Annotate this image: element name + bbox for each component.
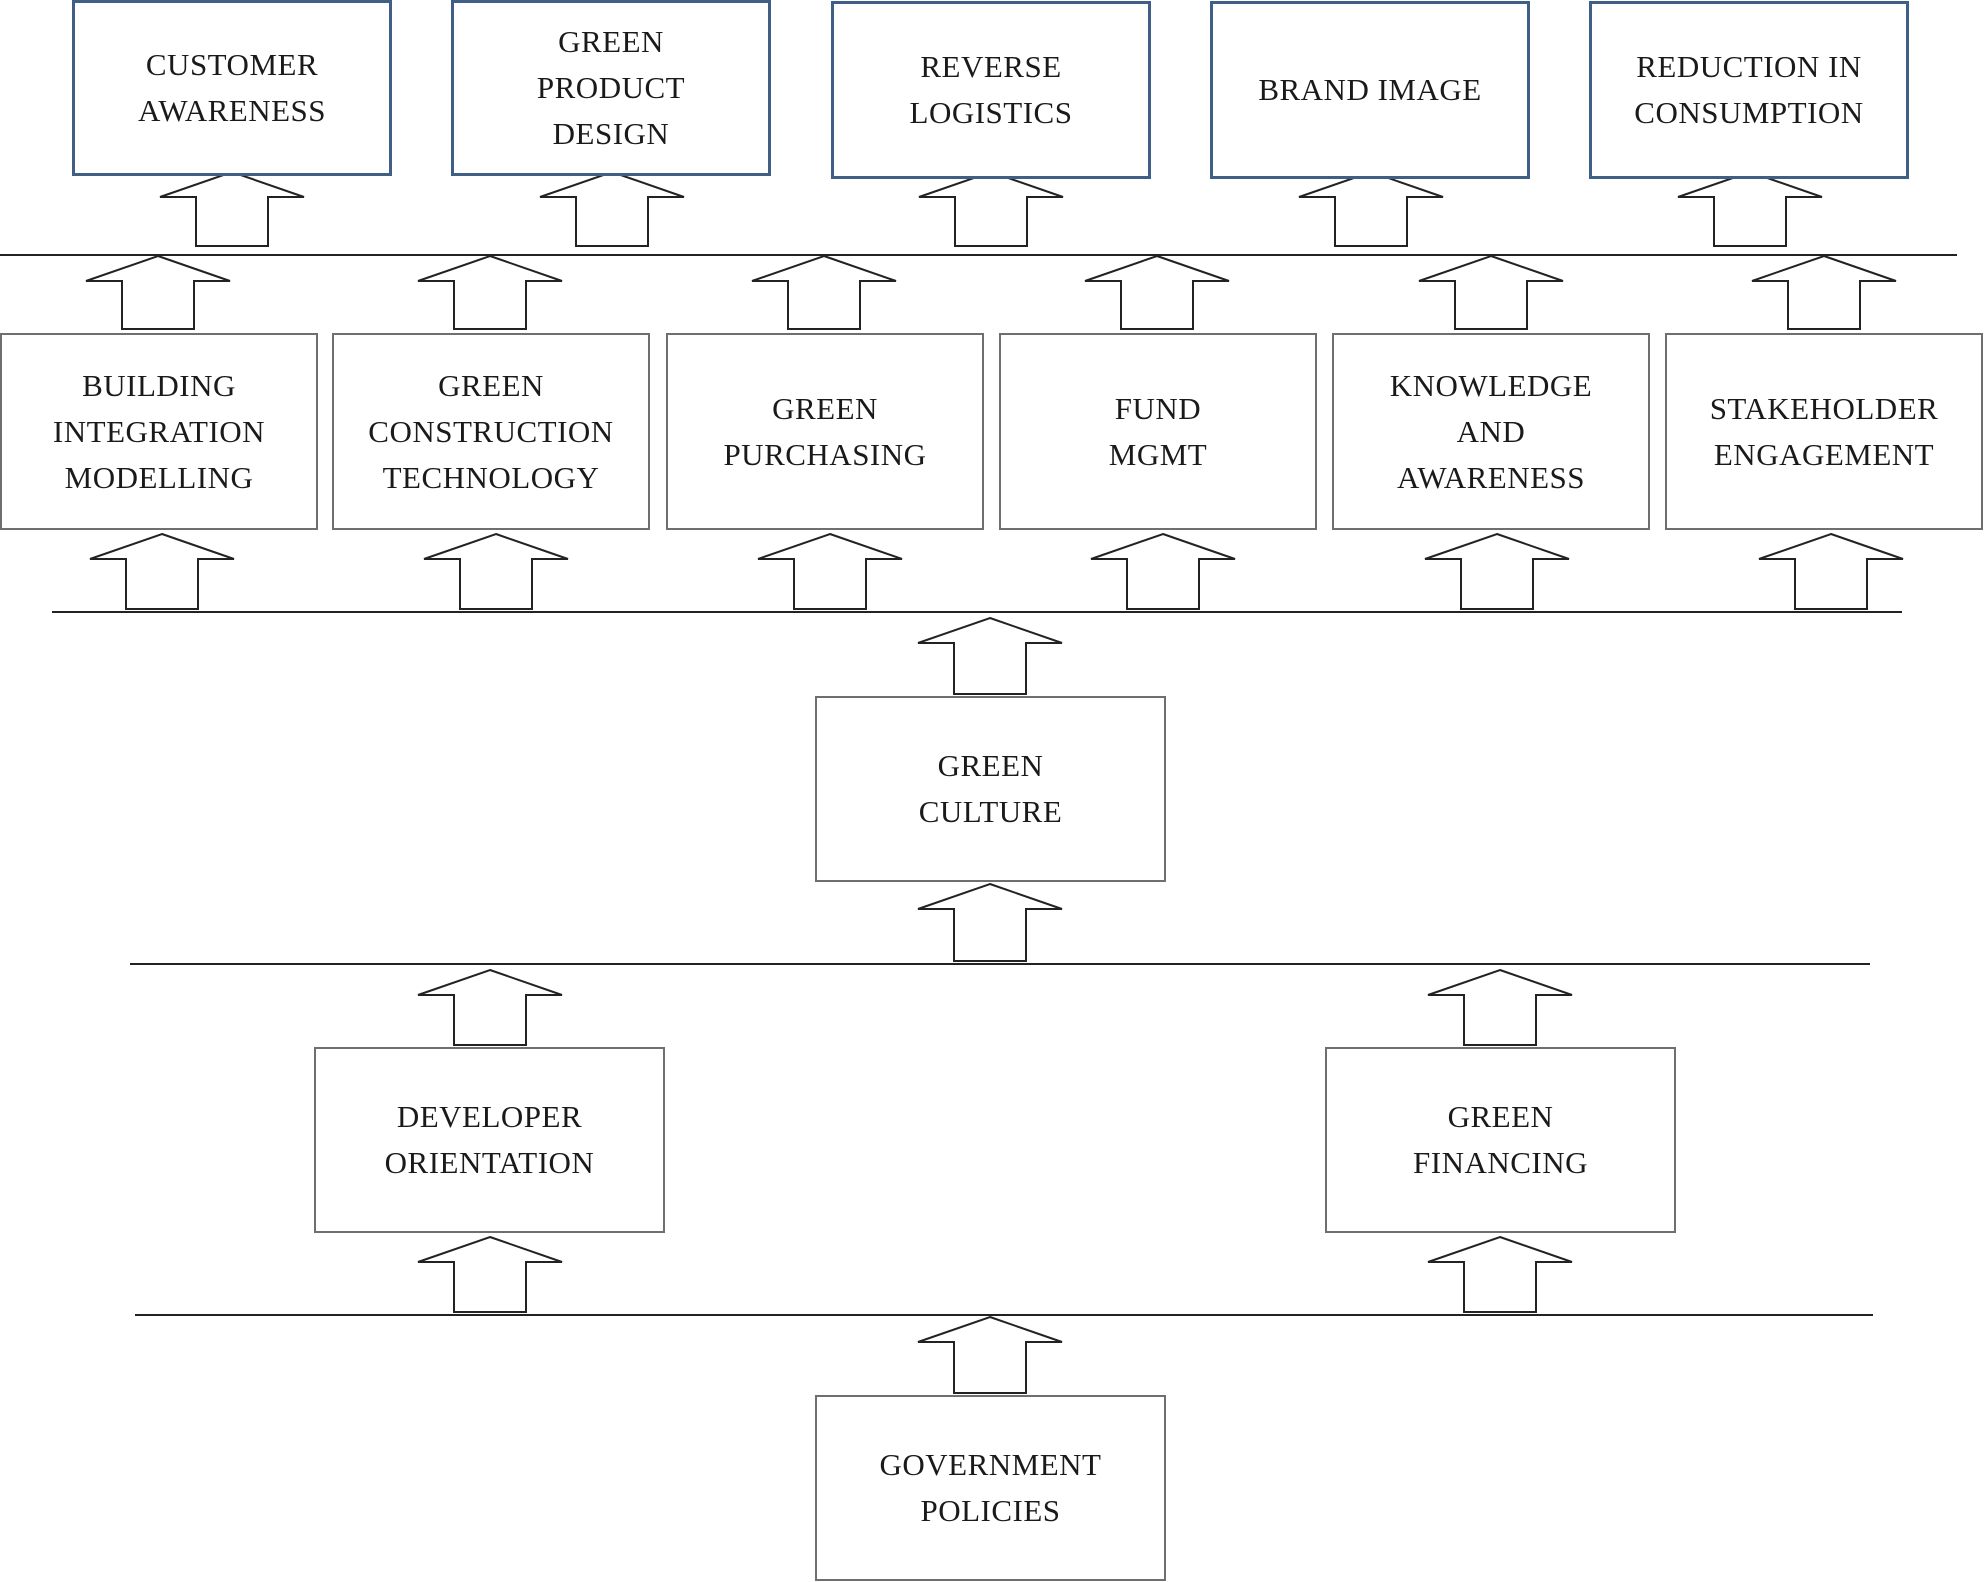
up-arrow-outcome-3 [918,170,1064,247]
box-line: GREEN [558,24,664,59]
box-line: AWARENESS [137,93,327,128]
up-arrow-outcome-2 [539,170,685,247]
box-line: LOGISTICS [909,95,1073,130]
up-arrow-practice-out-5 [1418,254,1564,330]
box-green-culture: GREEN CULTURE [815,696,1166,882]
divider-culture [130,963,1870,965]
box-line: AWARENESS [1396,459,1586,495]
box-line: MGMT [1108,436,1208,472]
box-line: KNOWLEDGE [1389,367,1593,403]
box-building-integration-modelling: BUILDING INTEGRATION MODELLING [0,333,318,530]
up-arrow-practice-in-5 [1424,532,1570,610]
up-arrow-practice-out-3 [751,254,897,330]
up-arrow-outcome-4 [1298,170,1444,247]
box-line: GREEN [438,367,544,403]
box-developer-orientation: DEVELOPER ORIENTATION [314,1047,665,1233]
up-arrow-practice-out-2 [417,254,563,330]
box-line: DEVELOPER [396,1099,583,1134]
up-arrow-policies-out [917,1315,1063,1394]
box-line: TECHNOLOGY [382,459,600,495]
box-line: CULTURE [918,794,1063,829]
up-arrow-culture-out [917,616,1063,695]
box-line: BRAND IMAGE [1258,72,1482,107]
box-green-purchasing: GREEN PURCHASING [666,333,984,530]
box-line: BUILDING [82,367,236,403]
up-arrow-developer-in [417,1235,563,1313]
box-knowledge-and-awareness: KNOWLEDGE AND AWARENESS [1332,333,1650,530]
up-arrow-culture-in [917,882,1063,962]
up-arrow-outcome-1 [159,170,305,247]
box-government-policies: GOVERNMENT POLICIES [815,1395,1166,1581]
box-stakeholder-engagement: STAKEHOLDER ENGAGEMENT [1665,333,1983,530]
box-line: GREEN [1447,1099,1554,1134]
box-green-construction-technology: GREEN CONSTRUCTION TECHNOLOGY [332,333,650,530]
box-fund-mgmt: FUND MGMT [999,333,1317,530]
box-line: AND [1456,413,1526,449]
box-line: CONSUMPTION [1634,95,1864,130]
box-line: CUSTOMER [145,47,319,82]
up-arrow-practice-out-1 [85,254,231,330]
box-green-product-design: GREEN PRODUCT DESIGN [451,0,771,176]
up-arrow-practice-in-1 [89,532,235,610]
box-line: FUND [1114,390,1202,426]
up-arrow-practice-in-2 [423,532,569,610]
box-line: ENGAGEMENT [1713,436,1935,472]
box-line: STAKEHOLDER [1709,390,1939,426]
box-reverse-logistics: REVERSE LOGISTICS [831,1,1151,179]
box-line: ORIENTATION [384,1145,595,1180]
box-line: PRODUCT [536,70,686,105]
divider-drivers [135,1314,1873,1316]
up-arrow-financing-in [1427,1235,1573,1313]
box-green-financing: GREEN FINANCING [1325,1047,1676,1233]
box-line: REVERSE [920,49,1062,84]
up-arrow-practice-in-3 [757,532,903,610]
box-line: GREEN [772,390,878,426]
up-arrow-practice-out-4 [1084,254,1230,330]
box-reduction-in-consumption: REDUCTION IN CONSUMPTION [1589,1,1909,179]
box-line: POLICIES [920,1493,1061,1528]
box-line: GOVERNMENT [879,1447,1102,1482]
box-line: REDUCTION IN [1636,49,1862,84]
divider-outcomes [0,254,1957,256]
up-arrow-practice-in-4 [1090,532,1236,610]
box-customer-awareness: CUSTOMER AWARENESS [72,0,392,176]
up-arrow-practice-out-6 [1751,254,1897,330]
up-arrow-developer-out [417,968,563,1046]
box-line: FINANCING [1413,1145,1588,1180]
up-arrow-outcome-5 [1677,170,1823,247]
box-brand-image: BRAND IMAGE [1210,1,1530,179]
box-line: DESIGN [552,116,670,151]
box-line: MODELLING [64,459,254,495]
box-line: GREEN [937,748,1044,783]
box-line: CONSTRUCTION [368,413,614,449]
up-arrow-financing-out [1427,968,1573,1046]
up-arrow-practice-in-6 [1758,532,1904,610]
box-line: INTEGRATION [52,413,266,449]
divider-practices [52,611,1902,613]
box-line: PURCHASING [723,436,927,472]
